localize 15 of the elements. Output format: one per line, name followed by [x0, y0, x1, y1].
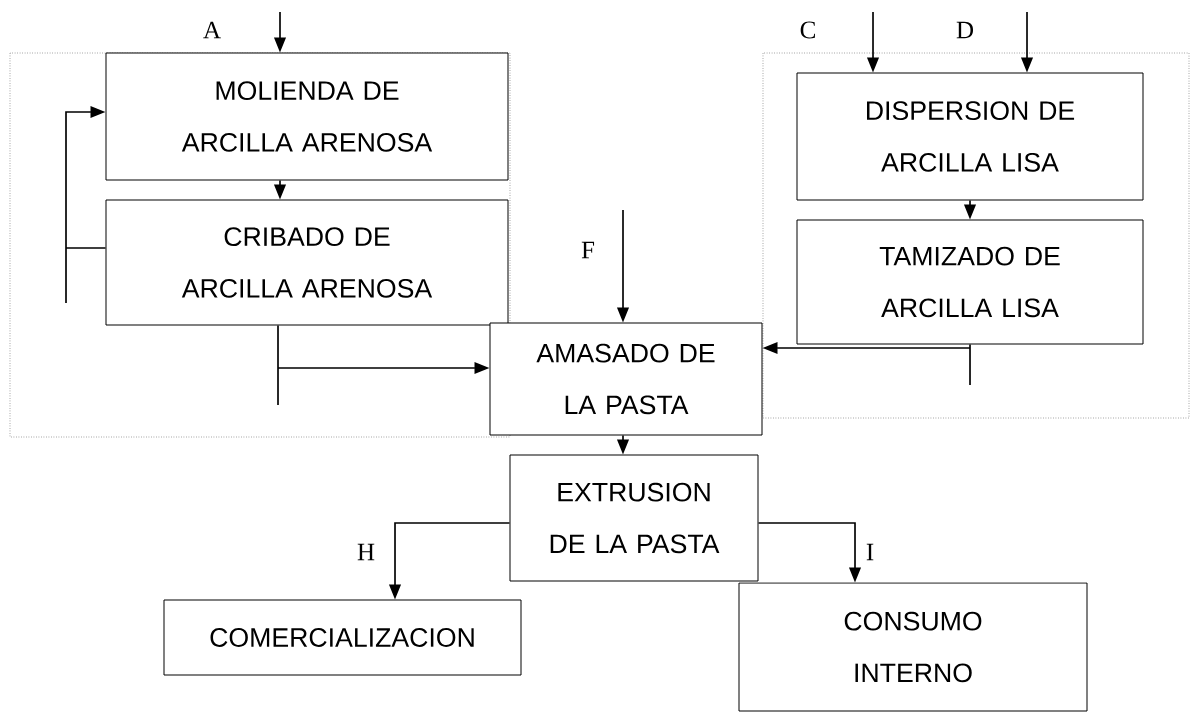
edge-label: D — [954, 20, 976, 40]
process-box: MOLIENDA DE ARCILLA ARENOSA — [105, 52, 509, 181]
edge-label: H — [355, 542, 377, 562]
process-box: CRIBADO DE ARCILLA ARENOSA — [105, 199, 509, 326]
process-box: AMASADO DE LA PASTA — [489, 322, 763, 436]
arrow — [65, 105, 107, 304]
edge-label: A — [201, 20, 223, 40]
process-box: DISPERSION DE ARCILLA LISA — [796, 72, 1144, 201]
edge-label: C — [798, 19, 818, 41]
process-box: COMERCIALIZACION — [163, 599, 522, 676]
edge-label: I — [864, 542, 876, 562]
edge-label: F — [579, 240, 597, 260]
process-box: CONSUMO INTERNO — [738, 582, 1088, 712]
process-box: TAMIZADO DE ARCILLA LISA — [796, 219, 1144, 345]
process-box: EXTRUSION DE LA PASTA — [509, 454, 759, 582]
